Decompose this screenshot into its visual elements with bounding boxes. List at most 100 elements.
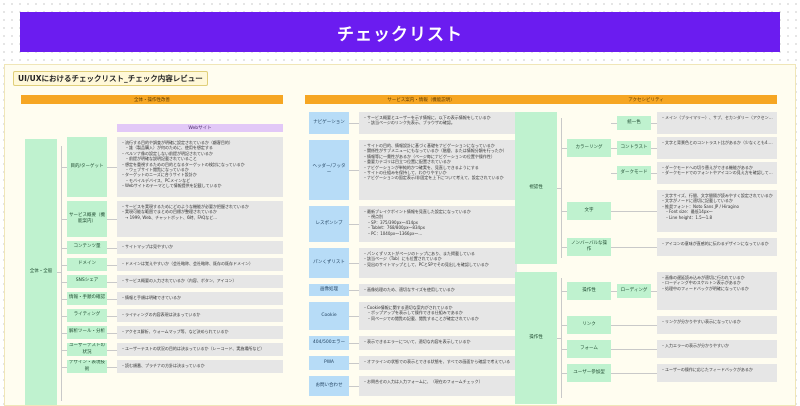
connector — [349, 290, 359, 291]
check-items[interactable]: ・入力エラーの表示が分かりやすいか — [657, 340, 777, 358]
connector — [349, 224, 359, 225]
check-item: ・Line height：1.5〜1.8 — [661, 214, 713, 220]
node-2[interactable]: レスポンシブ — [309, 206, 349, 242]
row-1-0[interactable]: 操作性 — [567, 282, 611, 300]
node-2[interactable]: コンテンツ量 — [67, 241, 107, 254]
row-1-3[interactable]: ユーザー参加型 — [567, 364, 611, 382]
check-item: ・メイン（ブライマリー）、サブ、セカンダリー（アクセント）カラーなど色の規則を整… — [661, 115, 773, 120]
node-9[interactable]: デザイン・表現技術 — [67, 360, 107, 373]
node-1[interactable]: ヘッダー/フッター — [309, 140, 349, 200]
connector — [61, 281, 67, 283]
check-items-3[interactable]: ・パンくずリストがページのトップにあり、また掲載している・該当ページ（Tab）に… — [359, 248, 517, 278]
connector — [561, 148, 567, 149]
check-items[interactable]: ・文字サイズ、行間、文字間隔が読みやすく設定されているか・文字がノードに適切に記… — [657, 190, 777, 232]
check-items-7[interactable]: ・アクセス解析、ウォームマップ等、など決められているか — [117, 326, 283, 339]
node-8[interactable]: お問い合わせ — [309, 376, 349, 396]
connector — [107, 247, 117, 249]
check-items-4[interactable]: ・画像処理のため、適切なサイズを使用しているか — [359, 284, 517, 296]
node-7[interactable]: 解析ツール・分析 — [67, 326, 107, 339]
check-items[interactable]: ・アイコンの意味が直感的に伝わるデザインになっているか — [657, 238, 777, 256]
check-items-8[interactable]: ・ユーザーテストの状況の目的は決まっているか（レーコード、実施場所など） — [117, 343, 283, 356]
check-items-5[interactable]: ・Cookie情報に関する適切な案内がされているか ・ポップアップを表示して操作… — [359, 302, 517, 330]
root-node[interactable]: 全体・全般 — [25, 139, 57, 405]
check-items-8[interactable]: ・お問合せの入力は入力フォームに、（現在のフォームチェック） — [359, 376, 517, 396]
check-items-5[interactable]: ・情報と手順は明確できているか — [117, 292, 283, 305]
check-items[interactable]: ・リンクが分かりやすい表示になっているか — [657, 316, 777, 334]
check-items-7[interactable]: ・オフラインの状態での表示とできる状態を、すべての画面から確認で考えている — [359, 356, 517, 370]
row-1-1[interactable]: リンク — [567, 316, 611, 334]
connector — [349, 170, 359, 171]
connector — [349, 123, 359, 124]
check-item: ・画像処理のため、適切なサイズを使用しているか — [363, 287, 455, 292]
row-0-2[interactable]: ノンバーバルな操作 — [567, 238, 611, 256]
board-title: UI/UXにおけるチェックリスト_チェック内容レビュー — [13, 71, 208, 86]
check-item: ・ダークモードでのフォントやアイコンの見え方を確認しているか — [661, 170, 773, 176]
check-items[interactable]: ・画像の遅延読み込みが適切に行われているか・ローディング中のスケルトン表示がある… — [657, 272, 777, 310]
check-items-3[interactable]: ・ドメインは覚えやすいか（会社略称、会社略称、既存の既存ドメイン） — [117, 258, 283, 271]
check-items-0[interactable]: ・サービス概要とユーザーを示す情報に、以下の表示情報をしているか ・該当ページの… — [359, 112, 517, 134]
connector — [61, 219, 67, 220]
connector — [561, 247, 567, 248]
node-1[interactable]: サービス概要（機能案内） — [67, 201, 107, 237]
sub-1-0-0[interactable]: ローディング — [617, 284, 651, 298]
check-items[interactable]: ・ユーザーの操作に応じたフィードバックがあるか — [657, 364, 777, 382]
check-items[interactable]: ・メイン（ブライマリー）、サブ、セカンダリー（アクセント）カラーなど色の規則を整… — [657, 112, 777, 134]
node-4[interactable]: 画像処理 — [309, 284, 349, 296]
check-items-1[interactable]: ・サービスを実現するためにどのような機能が必要か把握されているか・実現可能な範囲… — [117, 201, 283, 237]
sub-0-0-2[interactable]: ダークモード — [617, 166, 651, 180]
row-1-2[interactable]: フォーム — [567, 340, 611, 358]
connector — [107, 366, 117, 368]
connector — [107, 315, 117, 317]
check-items-2[interactable]: ・最新ブレイクポイント情報を見直した設定になっているか ・視点別 ・SP：375… — [359, 206, 517, 242]
node-6[interactable]: 404/500エラー — [309, 336, 349, 350]
check-items-6[interactable]: ・表示できるエラーについて、適切な内容を表示しているか — [359, 336, 517, 350]
connector — [611, 247, 657, 248]
connector — [61, 332, 67, 334]
node-8[interactable]: ユーザーテストの状況 — [67, 343, 107, 356]
connector — [349, 343, 359, 344]
connector — [61, 146, 62, 401]
connector — [561, 373, 567, 374]
check-item: ・Webサイトのテーマとして情報提供を記載しているか — [121, 183, 222, 189]
page-title-banner: チェックリスト — [20, 12, 780, 52]
node-0[interactable]: 目的/ターゲット — [67, 137, 107, 197]
sub-0-0-1[interactable]: コントラスト — [617, 141, 651, 155]
node-5[interactable]: Cookie — [309, 302, 349, 330]
node-3[interactable]: パンくずリスト — [309, 248, 349, 278]
connector — [107, 332, 117, 334]
connector — [651, 123, 657, 124]
checklist-board[interactable]: UI/UXにおけるチェックリスト_チェック内容レビュー 全体・操作性改善 Web… — [4, 64, 796, 406]
check-item: ・サイトマップは見やすいか — [121, 244, 173, 249]
node-3[interactable]: ドメイン — [67, 258, 107, 271]
check-items-1[interactable]: ・サイトの目的、情報設計に基づく基礎をナビゲーションになっているか・関係性がサブ… — [359, 140, 517, 200]
sub-0-0-0[interactable]: 統一色 — [617, 116, 651, 130]
check-items-6[interactable]: ・ライティングの内容表現は決まっているか — [117, 309, 283, 322]
connector — [561, 278, 562, 398]
check-item: ・ドメインは覚えやすいか（会社略称、会社略称、既存の既存ドメイン） — [121, 261, 253, 266]
group-0[interactable]: 視認性 — [515, 112, 557, 264]
node-6[interactable]: ライティング — [67, 309, 107, 322]
connector — [611, 211, 657, 212]
node-5[interactable]: 情報・手順の確認 — [67, 292, 107, 305]
check-items-0[interactable]: ・流行する目的や調査が明確に設定されているか（顧客目的） ・誰（製品購入）が何の… — [117, 137, 283, 197]
check-items-2[interactable]: ・サイトマップは見やすいか — [117, 241, 283, 254]
check-items-9[interactable]: ・読む順番、プラチナの方針は決まっているか — [117, 360, 283, 373]
node-0[interactable]: ナビゲーション — [309, 112, 349, 134]
check-item: ・ユーザーテストの状況の目的は決まっているか（レーコード、実施場所など） — [121, 346, 265, 351]
row-0-1[interactable]: 文字 — [567, 202, 611, 220]
node-7[interactable]: PWA — [309, 356, 349, 370]
check-item: ・オフラインの状態での表示とできる状態を、すべての画面から確認で考えている — [363, 359, 511, 364]
connector — [557, 188, 561, 189]
connector — [561, 325, 567, 326]
check-items[interactable]: ・文字と背景色とのコントラスト比があるか（少なくとも4.5:1のコントラスト） — [657, 137, 777, 159]
node-4[interactable]: SNSシェア — [67, 275, 107, 288]
check-items[interactable]: ・ダークモードへの切り替えができる機能があるか・ダークモードでのフォントやアイコ… — [657, 162, 777, 184]
column-accessibility: アクセシビリティ 視認性カラーリング統一色・メイン（ブライマリー）、サブ、セカン… — [515, 95, 777, 404]
connector — [611, 173, 617, 174]
connector — [611, 349, 657, 350]
check-item: ・文字と背景色とのコントラスト比があるか（少なくとも4.5:1のコントラスト） — [661, 140, 773, 145]
column-service: サービス案内・情報（機能説明） ナビゲーション・サービス概要とユーザーを示す情報… — [305, 95, 537, 404]
check-items-4[interactable]: ・サービス概要の入力されているか（内容、ボタン、アイコン） — [117, 275, 283, 288]
group-1[interactable]: 操作性 — [515, 272, 557, 404]
row-0-0[interactable]: カラーリング — [567, 139, 611, 157]
